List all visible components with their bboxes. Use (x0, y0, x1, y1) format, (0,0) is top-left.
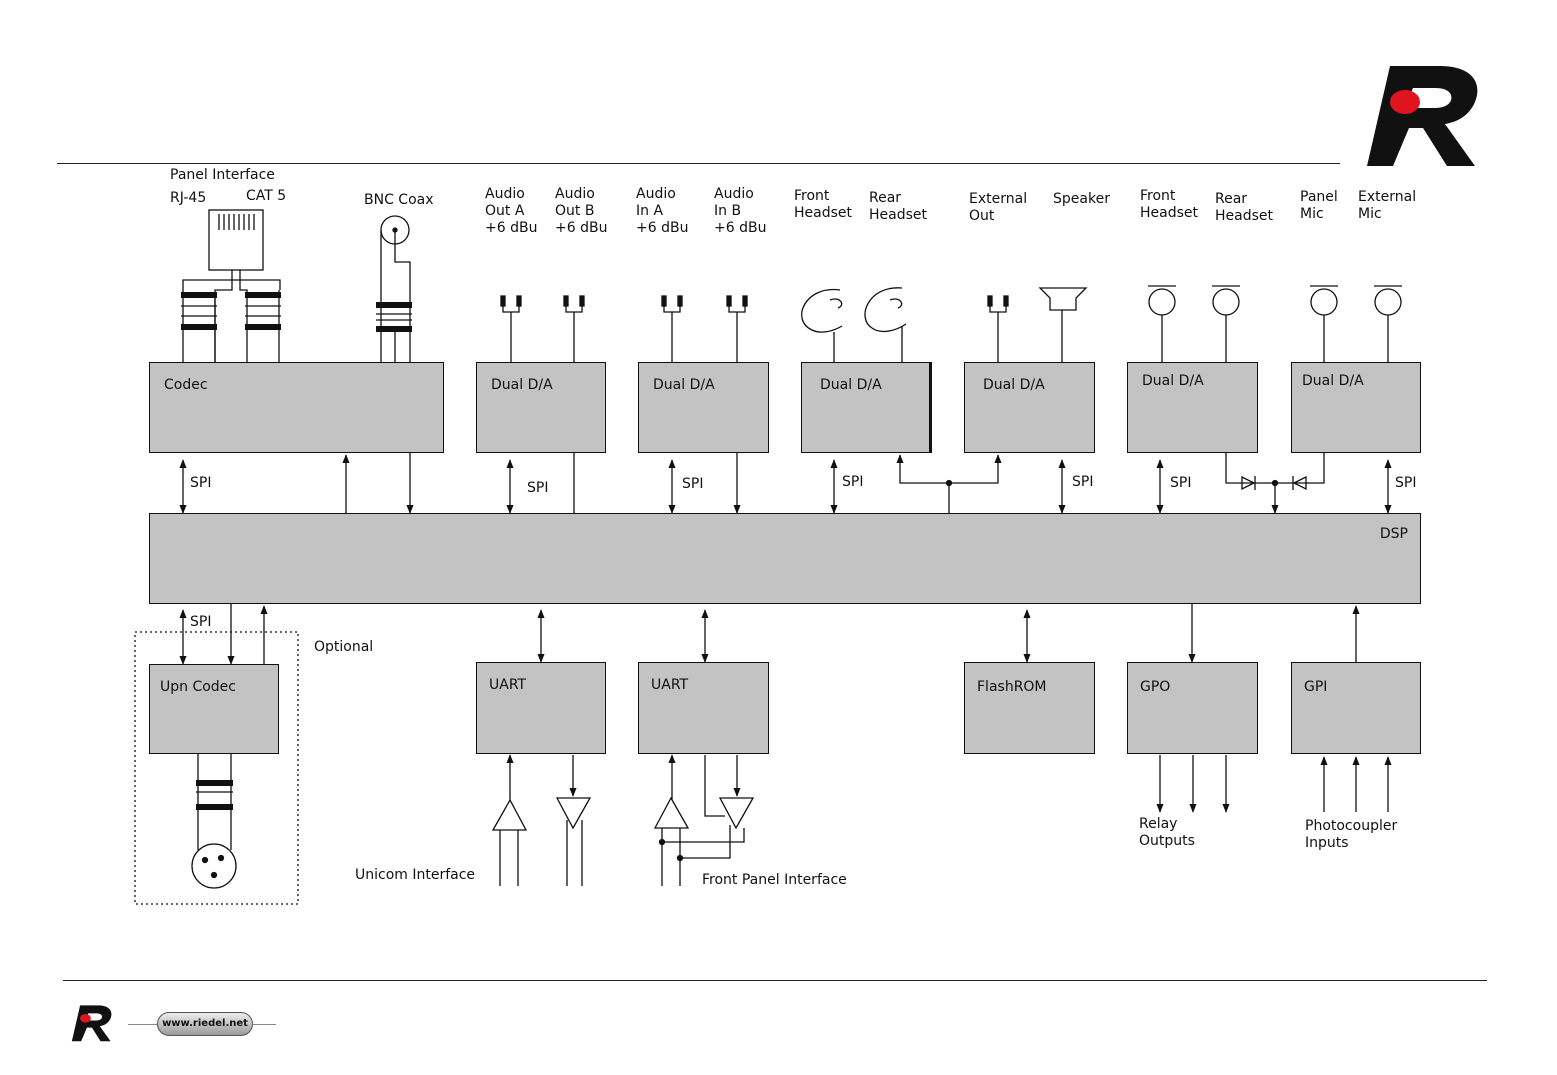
dual-da-block-5[interactable]: Dual D/A (1127, 362, 1258, 453)
audio-in-a-label: Audio In A +6 dBu (636, 186, 689, 236)
rear-headset-mic-icon (1212, 285, 1240, 362)
upn-transformer-icon (196, 753, 233, 850)
gpo-block[interactable]: GPO (1127, 662, 1258, 754)
gpo-label: GPO (1140, 679, 1171, 695)
spi-label: SPI (1072, 474, 1094, 490)
website-badge[interactable]: www.riedel.net (157, 1012, 253, 1036)
riedel-logo-icon (1367, 66, 1478, 166)
external-mic-icon (1374, 285, 1402, 362)
cat5-label: CAT 5 (246, 188, 287, 204)
panel-mic-label: Panel Mic (1300, 189, 1338, 222)
footer-rule (63, 980, 1487, 981)
front-headset-mic-label: Front Headset (1140, 188, 1199, 221)
audio-in-b-label: Audio In B +6 dBu (714, 186, 767, 236)
upn-codec-block[interactable]: Upn Codec (149, 664, 279, 754)
front-headset-mic-icon (1148, 285, 1176, 362)
optional-region (134, 631, 299, 905)
dsp-label: DSP (1379, 526, 1408, 542)
diode-2-icon (1292, 475, 1307, 491)
xlr-connector-icon (191, 843, 237, 889)
optional-label: Optional (314, 639, 374, 655)
unicom-input-amp-icon (491, 798, 528, 886)
panel-mic-icon (1310, 285, 1338, 362)
uart-label: UART (651, 677, 689, 693)
codec-block[interactable]: Codec (149, 362, 444, 453)
dual-da-block-2[interactable]: Dual D/A (638, 362, 769, 453)
spi-label: SPI (527, 480, 549, 496)
jack-in-b-icon (726, 295, 748, 362)
upn-codec-label: Upn Codec (160, 679, 236, 695)
jack-out-a-icon (500, 295, 522, 362)
audio-out-b-label: Audio Out B +6 dBu (555, 186, 608, 236)
jack-in-a-icon (661, 295, 683, 362)
jack-out-b-icon (563, 295, 585, 362)
bnc-coax-label: BNC Coax (364, 192, 434, 208)
rear-headset-icon (864, 287, 907, 362)
header-rule (57, 163, 1340, 164)
dual-da-label: Dual D/A (653, 377, 715, 393)
uart-block-2[interactable]: UART (638, 662, 769, 754)
front-panel-interface-label: Front Panel Interface (702, 872, 847, 888)
dual-da-block-6[interactable]: Dual D/A (1291, 362, 1421, 453)
audio-out-a-label: Audio Out A +6 dBu (485, 186, 538, 236)
rear-headset-mic-label: Rear Headset (1215, 191, 1274, 224)
front-headset-icon (801, 288, 843, 362)
speaker-label: Speaker (1053, 191, 1110, 207)
gpi-block[interactable]: GPI (1291, 662, 1421, 754)
dual-da-label: Dual D/A (491, 377, 553, 393)
uart-block-1[interactable]: UART (476, 662, 606, 754)
external-out-label: External Out (969, 191, 1028, 224)
relay-outputs-label: Relay Outputs (1139, 816, 1195, 849)
rj45-connector-icon (208, 209, 264, 362)
uart-label: UART (489, 677, 527, 693)
unicom-output-amp-icon (555, 797, 592, 886)
dsp-block[interactable]: DSP (149, 513, 1421, 604)
speaker-icon (1038, 287, 1088, 362)
rj45-label: RJ-45 (170, 190, 207, 206)
dual-da-label: Dual D/A (820, 377, 882, 393)
flashrom-label: FlashROM (977, 679, 1047, 695)
panel-interface-label: Panel Interface (170, 167, 275, 183)
gpi-label: GPI (1304, 679, 1328, 695)
diode-1-icon (1241, 475, 1256, 491)
spi-label: SPI (1170, 475, 1192, 491)
riedel-footer-logo-icon (71, 1005, 112, 1042)
dual-da-label: Dual D/A (1142, 373, 1204, 389)
unicom-interface-label: Unicom Interface (355, 867, 476, 883)
spi-label: SPI (842, 474, 864, 490)
front-panel-output-amp-icon (718, 797, 755, 830)
spi-label: SPI (682, 476, 704, 492)
transformer-2-icon (182, 279, 281, 362)
spi-label: SPI (190, 614, 212, 630)
front-headset-label: Front Headset (794, 188, 853, 221)
dual-da-block-3[interactable]: Dual D/A (801, 362, 932, 453)
transformer-1-icon (181, 290, 217, 362)
dual-da-block-4[interactable]: Dual D/A (964, 362, 1095, 453)
flashrom-block[interactable]: FlashROM (964, 662, 1095, 754)
codec-label: Codec (164, 377, 208, 393)
bnc-connector-icon (376, 215, 412, 362)
photocoupler-inputs-label: Photocoupler Inputs (1305, 818, 1398, 851)
rear-headset-label: Rear Headset (869, 190, 928, 223)
dual-da-label: Dual D/A (983, 377, 1045, 393)
spi-label: SPI (190, 475, 212, 491)
jack-external-out-icon (987, 295, 1009, 362)
dual-da-block-1[interactable]: Dual D/A (476, 362, 606, 453)
external-mic-label: External Mic (1358, 189, 1417, 222)
spi-label: SPI (1395, 475, 1417, 491)
dual-da-label: Dual D/A (1302, 373, 1364, 389)
